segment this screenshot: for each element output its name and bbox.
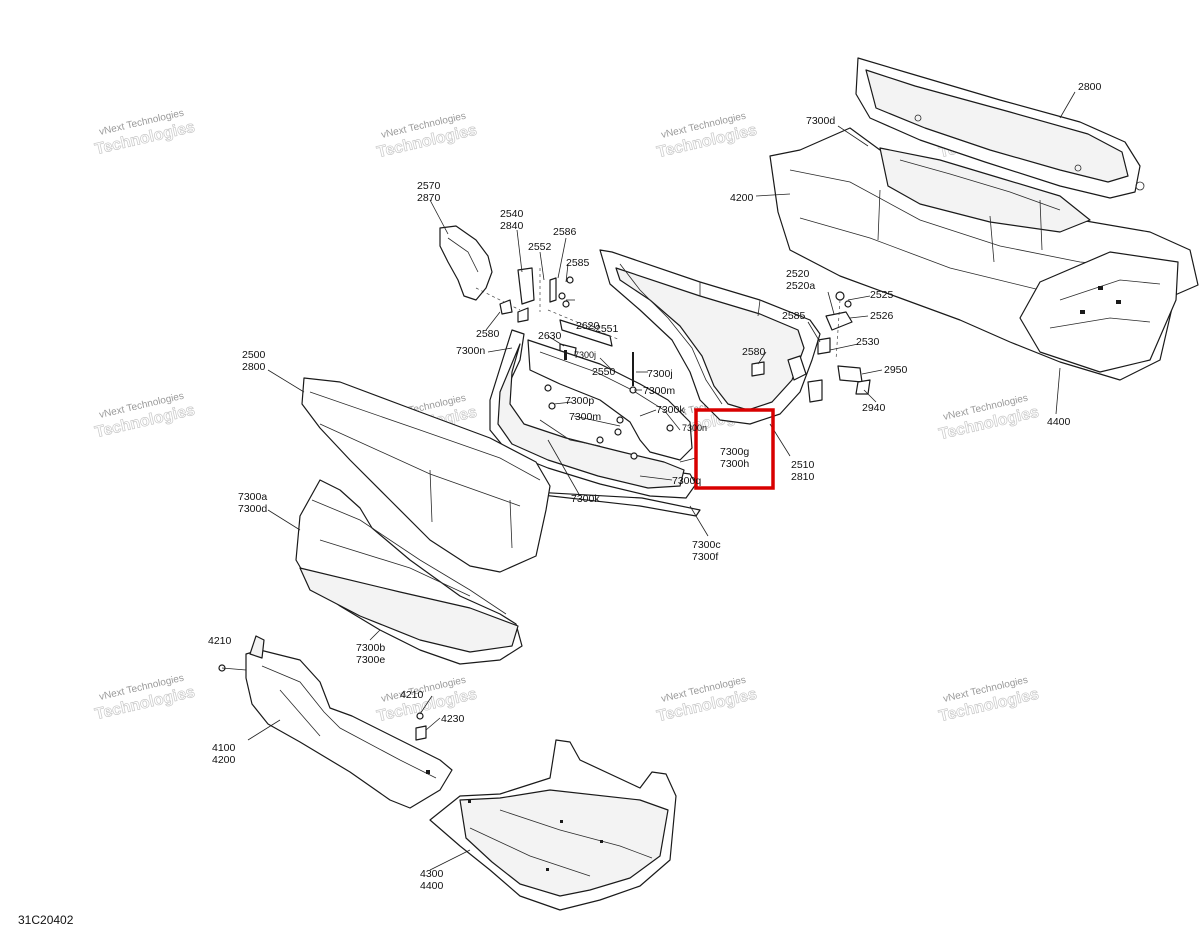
watermark-1: vNext Technologies Technologies [93, 108, 197, 159]
callout-7300p: 7300p [565, 395, 594, 407]
callout-7300q: 7300q [672, 475, 701, 487]
callout-2630: 2630 [538, 330, 562, 342]
highlight-box [694, 408, 775, 490]
callout-7300m-b: 7300m [569, 411, 601, 423]
callout-7300a: 7300a [238, 491, 267, 503]
callout-4400-b: 4400 [420, 880, 444, 892]
callout-2540: 2540 [500, 208, 524, 220]
callout-2526: 2526 [870, 310, 894, 322]
callout-7300j-small: 7300j [574, 350, 596, 360]
part-floor-panel-4300 [429, 739, 677, 911]
callout-2500: 2500 [242, 349, 266, 361]
callout-7300k-b: 7300k [571, 493, 600, 505]
callout-2520a: 2520a [786, 280, 815, 292]
watermark-2: vNext Technologies Technologies [375, 111, 479, 162]
callout-4210: 4210 [208, 635, 232, 647]
diagram-code: 31C20402 [18, 913, 74, 927]
callout-4210-b: 4210 [400, 689, 424, 701]
callout-7300b: 7300b [356, 642, 385, 654]
callout-2870: 2870 [417, 192, 441, 204]
part-hinge-bracket-2570 [439, 225, 521, 311]
callout-2525: 2525 [870, 289, 894, 301]
callout-7300h: 7300h [720, 458, 749, 470]
callout-7300f: 7300f [692, 551, 718, 563]
callout-7300n-small: 7300n [682, 423, 707, 433]
callout-7300g: 7300g [720, 446, 749, 458]
callout-2570: 2570 [417, 180, 441, 192]
callout-7300k: 7300k [656, 404, 685, 416]
callout-2510: 2510 [791, 459, 815, 471]
callout-2950: 2950 [884, 364, 908, 376]
callout-2520: 2520 [786, 268, 810, 280]
part-latch-hardware [751, 291, 871, 395]
watermark-11: vNext Technologies Technologies [655, 675, 759, 726]
watermark-12: vNext Technologies Technologies [937, 675, 1041, 726]
callout-labels: 2800 7300d 4200 2570 2870 2540 2840 2552… [208, 81, 1102, 892]
callout-2840: 2840 [500, 220, 524, 232]
watermark-8: vNext Technologies Technologies [937, 393, 1041, 444]
callout-2530: 2530 [856, 336, 880, 348]
callout-2585-b: 2585 [782, 310, 806, 322]
callout-4200: 4200 [730, 192, 754, 204]
callout-2620: 2620 [576, 320, 600, 332]
callout-7300d: 7300d [806, 115, 835, 127]
callout-4200-b: 4200 [212, 754, 236, 766]
callout-2551: 2551 [595, 323, 619, 335]
callout-7300j: 7300j [647, 368, 673, 380]
callout-2580-b: 2580 [742, 346, 766, 358]
callout-4230: 4230 [441, 713, 465, 725]
part-door-tube-frame [489, 329, 701, 517]
callout-2800: 2800 [1078, 81, 1102, 93]
callout-2940: 2940 [862, 402, 886, 414]
callout-7300c: 7300c [692, 539, 721, 551]
callout-2580: 2580 [476, 328, 500, 340]
part-outer-door-panel-2500 [301, 377, 551, 573]
callout-7300m: 7300m [643, 385, 675, 397]
callout-4400: 4400 [1047, 416, 1071, 428]
watermark-3: vNext Technologies Technologies [655, 111, 759, 162]
callout-2585: 2585 [566, 257, 590, 269]
callout-4100: 4100 [212, 742, 236, 754]
callout-7300d-b: 7300d [238, 503, 267, 515]
part-rear-door-frame-assembly [769, 57, 1199, 381]
part-lower-door-panel-7300a [295, 479, 523, 665]
callout-2800-b: 2800 [242, 361, 266, 373]
callout-2586: 2586 [553, 226, 577, 238]
callout-2550: 2550 [592, 366, 616, 378]
watermark-5: vNext Technologies Technologies [93, 391, 197, 442]
leader-lines [247, 91, 1076, 871]
callout-2552: 2552 [528, 241, 552, 253]
part-lower-side-panel-4100 [218, 635, 453, 809]
callout-7300e: 7300e [356, 654, 385, 666]
watermark-9: vNext Technologies Technologies [93, 673, 197, 724]
callout-7300n: 7300n [456, 345, 485, 357]
callout-2810: 2810 [791, 471, 815, 483]
callout-4300: 4300 [420, 868, 444, 880]
